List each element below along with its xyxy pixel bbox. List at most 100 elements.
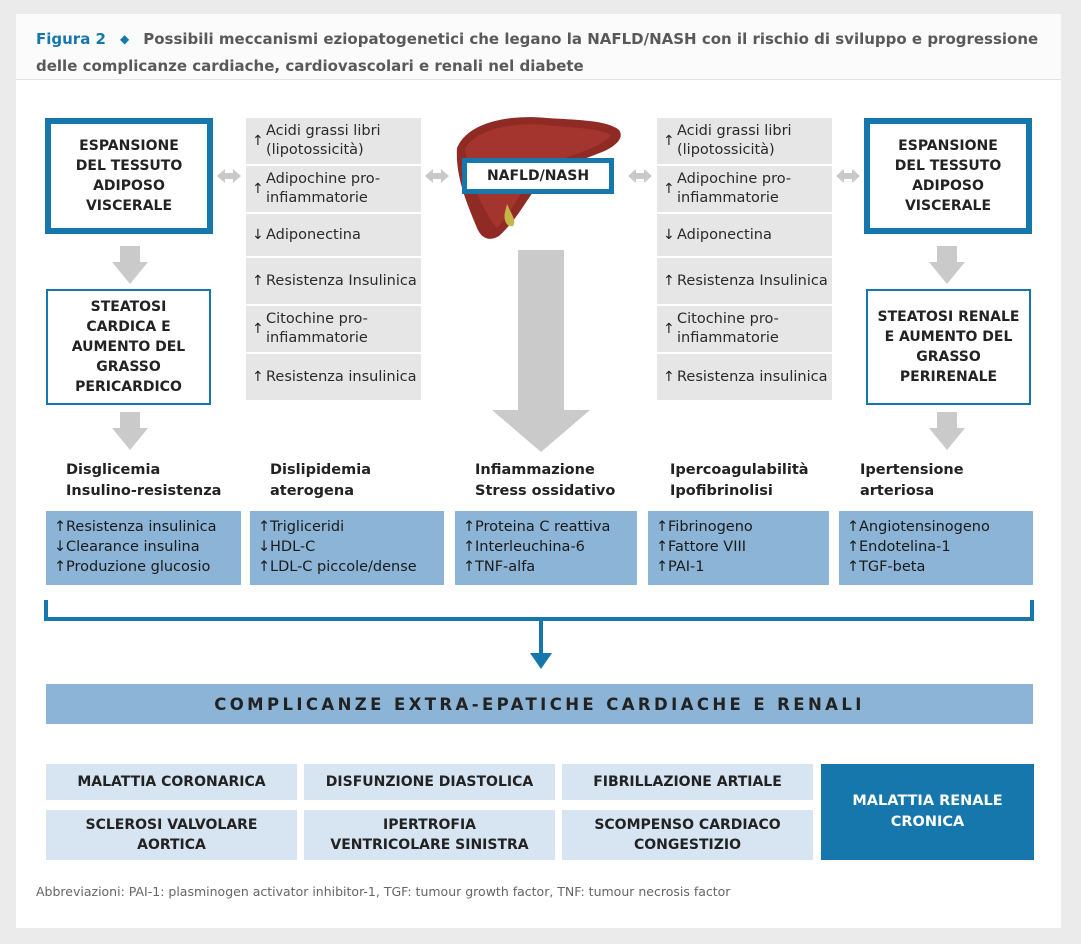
outcome-text: SCLEROSI VALVOLARE AORTICA [85, 817, 258, 853]
factor-left-3: ↑Resistenza Insulinica [246, 258, 421, 304]
factor-text: Adipochine pro-infiammatorie [677, 171, 792, 206]
up-arrow-icon: ↑ [656, 559, 669, 575]
down-arrow-icon: ↓ [252, 226, 264, 243]
outcome-text: DISFUNZIONE DIASTOLICA [325, 774, 534, 790]
figure-caption: Possibili meccanismi eziopatogenetici ch… [36, 30, 1039, 75]
outcome-text: FIBRILLAZIONE ARTIALE [593, 774, 782, 790]
down-arrow-icon: ↓ [258, 539, 271, 555]
factor-text: Adipochine pro-infiammatorie [266, 171, 381, 206]
outcome-highlight-text: MALATTIA RENALE CRONICA [852, 793, 1003, 830]
mechanism-item: ↑Endotelina-1 [847, 537, 1033, 557]
mechanism-item: ↑Produzione glucosio [54, 557, 241, 577]
factor-text: Acidi grassi libri (lipotossicità) [677, 123, 792, 158]
factor-text: Citochine pro-infiammatorie [266, 311, 368, 346]
mechanism-item-text: PAI-1 [668, 559, 705, 575]
mechanism-item-text: Fibrinogeno [668, 519, 753, 535]
mechanism-item-text: Fattore VIII [668, 539, 747, 555]
mechanism-item-text: Interleuchina-6 [475, 539, 585, 555]
mechanism-item-text: Clearance insulina [66, 539, 200, 555]
factor-text: Resistenza insulinica [677, 368, 828, 385]
mechanism-item-text: Proteina C reattiva [475, 519, 611, 535]
mechanism-item-text: Endotelina-1 [859, 539, 951, 555]
mechanism-title: Disglicemia Insulino-resistenza [66, 462, 222, 499]
factor-text: Resistenza insulinica [266, 368, 417, 385]
up-arrow-icon: ↑ [663, 320, 675, 337]
down-arrow-icon [112, 246, 965, 452]
outcome-box: MALATTIA CORONARICA [46, 764, 297, 800]
outcome-box: SCOMPENSO CARDIACO CONGESTIZIO [562, 810, 813, 860]
mechanism-item-text: Angiotensinogeno [859, 519, 990, 535]
up-arrow-icon: ↑ [663, 272, 675, 289]
factor-left-0: ↑Acidi grassi libri (lipotossicità) [246, 118, 421, 164]
mechanism-item: ↑Angiotensinogeno [847, 517, 1033, 537]
mechanism-item: ↑PAI-1 [656, 557, 829, 577]
up-arrow-icon: ↑ [656, 519, 669, 535]
right-steatosis-box: STEATOSI RENALE E AUMENTO DEL GRASSO PER… [866, 289, 1031, 405]
up-arrow-icon: ↑ [54, 519, 67, 535]
up-arrow-icon: ↑ [847, 539, 860, 555]
mechanism-item: ↑Proteina C reattiva [463, 517, 637, 537]
mechanism-title: Infiammazione Stress ossidativo [475, 462, 616, 499]
up-arrow-icon: ↑ [252, 320, 264, 337]
factor-left-2: ↓Adiponectina [246, 214, 421, 256]
mechanism-item-text: TGF-beta [859, 559, 926, 575]
outcome-text: IPERTROFIA VENTRICOLARE SINISTRA [330, 817, 529, 853]
up-arrow-icon: ↑ [258, 559, 271, 575]
up-arrow-icon: ↑ [252, 180, 264, 197]
mechanism-item: ↓HDL-C [258, 537, 444, 557]
down-arrow-icon: ↓ [54, 539, 67, 555]
right-visceral-box: ESPANSIONE DEL TESSUTO ADIPOSO VISCERALE [864, 118, 1032, 234]
factor-text: Citochine pro-infiammatorie [677, 311, 779, 346]
mechanism-item: ↓Clearance insulina [54, 537, 241, 557]
outcome-highlight: MALATTIA RENALE CRONICA [821, 764, 1034, 860]
mechanism-item: ↑TNF-alfa [463, 557, 637, 577]
factor-right-5: ↑Resistenza insulinica [657, 354, 832, 400]
factor-text: Acidi grassi libri (lipotossicità) [266, 123, 381, 158]
nafld-label-box: NAFLD/NASH [462, 158, 614, 194]
factor-right-1: ↑Adipochine pro-infiammatorie [657, 166, 832, 212]
mechanism-item: ↑Trigliceridi [258, 517, 444, 537]
mechanism-item: ↑Interleuchina-6 [463, 537, 637, 557]
mechanism-title: Ipercoagulabilità Ipofibrinolisi [670, 462, 809, 499]
right-steatosis-text: STEATOSI RENALE E AUMENTO DEL GRASSO PER… [877, 309, 1020, 385]
mechanism-item-text: LDL-C piccole/dense [270, 559, 417, 575]
double-arrow-icon [217, 169, 860, 183]
outcome-box: DISFUNZIONE DIASTOLICA [304, 764, 555, 800]
down-arrow-icon: ↓ [663, 226, 675, 243]
mechanism-item: ↑TGF-beta [847, 557, 1033, 577]
left-visceral-box: ESPANSIONE DEL TESSUTO ADIPOSO VISCERALE [45, 118, 213, 234]
factor-right-0: ↑Acidi grassi libri (lipotossicità) [657, 118, 832, 164]
right-visceral-text: ESPANSIONE DEL TESSUTO ADIPOSO VISCERALE [894, 138, 1002, 214]
left-steatosis-box: STEATOSI CARDICA E AUMENTO DEL GRASSO PE… [46, 289, 211, 405]
mechanism-item: ↑Fattore VIII [656, 537, 829, 557]
up-arrow-icon: ↑ [847, 559, 860, 575]
mechanism-box: ↑Fibrinogeno↑Fattore VIII↑PAI-1 [648, 511, 829, 585]
outcome-text: SCOMPENSO CARDIACO CONGESTIZIO [594, 817, 781, 853]
factor-text: Resistenza Insulinica [266, 272, 417, 289]
diamond-icon: ◆ [119, 32, 130, 46]
bracket-line [44, 600, 1034, 621]
outcome-box: FIBRILLAZIONE ARTIALE [562, 764, 813, 800]
mechanism-item-text: TNF-alfa [475, 559, 536, 575]
complications-title: COMPLICANZE EXTRA-EPATICHE CARDIACHE E R… [214, 694, 865, 714]
up-arrow-icon: ↑ [54, 559, 67, 575]
factor-text: Adiponectina [266, 226, 361, 243]
factor-right-3: ↑Resistenza Insulinica [657, 258, 832, 304]
mechanism-box: ↑Proteina C reattiva↑Interleuchina-6↑TNF… [455, 511, 637, 585]
mechanism-box: ↑Angiotensinogeno↑Endotelina-1↑TGF-beta [839, 511, 1033, 585]
up-arrow-icon: ↑ [463, 539, 476, 555]
mechanism-box: ↑Trigliceridi↓HDL-C ↑LDL-C piccole/dense [250, 511, 444, 585]
factor-text: Adiponectina [677, 226, 772, 243]
mechanism-item-text: Trigliceridi [270, 519, 345, 535]
factor-left-5: ↑Resistenza insulinica [246, 354, 421, 400]
up-arrow-icon: ↑ [463, 559, 476, 575]
outcome-text: MALATTIA CORONARICA [77, 774, 266, 790]
figure-label: Figura 2 [36, 30, 106, 48]
nafld-label: NAFLD/NASH [486, 168, 590, 184]
abbreviations-footer: Abbreviazioni: PAI-1: plasminogen activa… [36, 884, 731, 899]
left-steatosis-text: STEATOSI CARDICA E AUMENTO DEL GRASSO PE… [71, 299, 186, 395]
outcome-box: IPERTROFIA VENTRICOLARE SINISTRA [304, 810, 555, 860]
figure-title: Figura 2 ◆Possibili meccanismi eziopatoge… [36, 26, 1046, 79]
factor-right-2: ↓Adiponectina [657, 214, 832, 256]
